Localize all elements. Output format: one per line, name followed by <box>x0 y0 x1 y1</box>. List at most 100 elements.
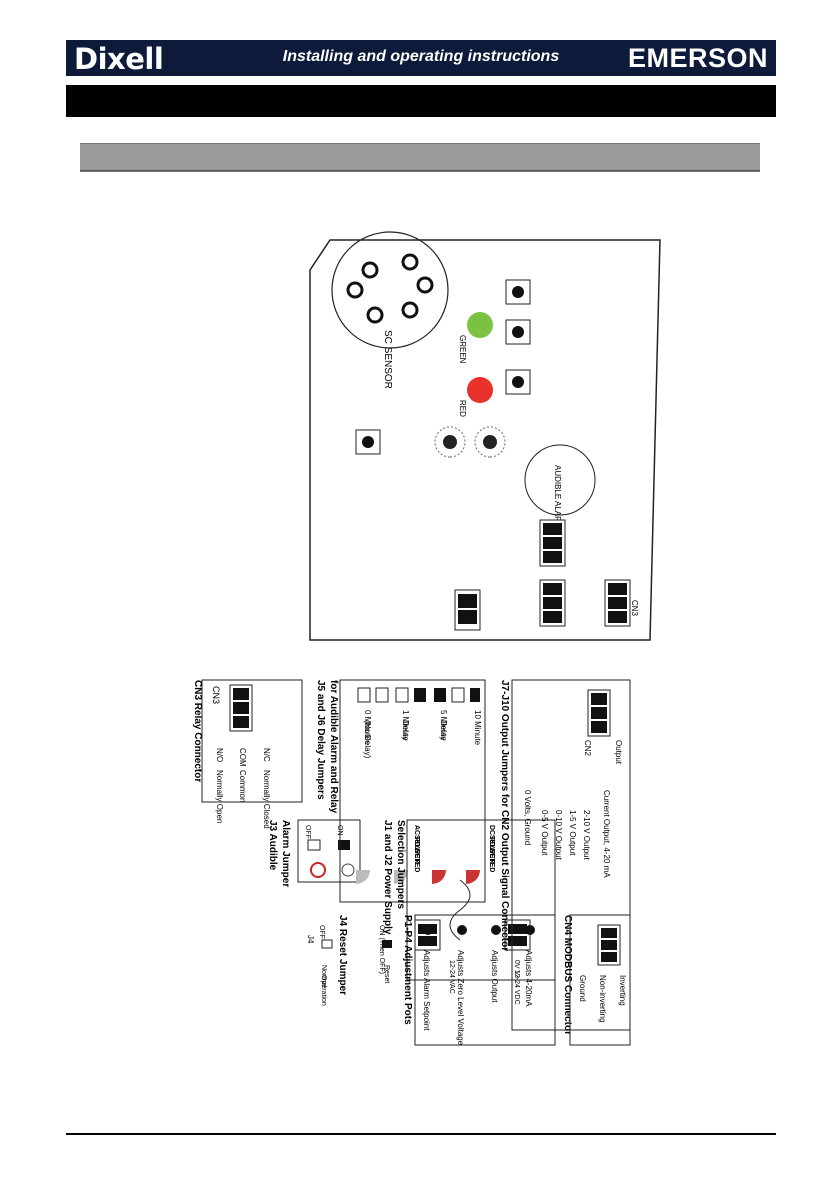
output-rows: 0 Volts, Ground 0-5 V Output 0-10 V Outp… <box>523 790 611 878</box>
p4-desc: Adjusts 4-20mA <box>524 950 533 1007</box>
delay-row-0: 0 Minutes (No Delay) <box>357 687 389 759</box>
dc-power: DC POWER <box>488 825 495 864</box>
bell-icon <box>341 863 355 877</box>
footer-rule <box>66 1133 776 1135</box>
cn3-no: N/O <box>215 748 224 762</box>
delay-1-l1: 1 Minute <box>401 710 410 741</box>
j3-title-1: J3 Audible <box>267 820 278 871</box>
wiring-diagram: CN3 Relay Connector CN3 N/O COM N/C Norm… <box>192 231 661 1046</box>
green-led-label: GREEN <box>458 335 467 364</box>
j1j2-title-2: Selection Jumpers <box>395 820 406 909</box>
output-row-3: 1-5 V Output <box>568 810 577 856</box>
document-title: Installing and operating instructions <box>282 48 560 65</box>
dc-selected: SELECTED <box>488 835 495 872</box>
cn4-noninverting: Non-inverting <box>598 975 607 1023</box>
cn4-title: CN4 MODBUS Connector <box>562 915 573 1035</box>
delay-row-1: 1 Minute Delay <box>395 687 426 741</box>
p3-desc: Adjusts Output <box>490 950 499 1003</box>
cn3-title: CN3 Relay Connector <box>192 680 203 782</box>
board-outline <box>309 239 661 641</box>
section-bar <box>66 85 776 117</box>
dial-icon-0 <box>356 870 370 884</box>
j7j10-title: J7-J10 Output Jumpers for CN2 Output Sig… <box>499 680 510 951</box>
delay-row-3: 10 Minute <box>470 688 482 746</box>
j4-legend: J4 Reset Jumper OFF ON (Then OFF) J4 Nor… <box>306 915 392 1006</box>
cn3-com: COM <box>238 748 247 767</box>
sw2-switch <box>474 426 506 458</box>
cn3-com-desc: Common <box>238 770 247 802</box>
dc-supply: 12-24 VDC <box>513 970 520 1005</box>
cn4-inverting: Inverting <box>618 975 627 1006</box>
red-led <box>467 377 493 403</box>
pots-title: P1-P4 Adjustment Pots <box>402 915 413 1025</box>
output-row-0: 0 Volts, Ground <box>523 790 532 845</box>
cn3-nc-desc: Normally Closed <box>262 770 271 829</box>
board-cn3-label: CN3 <box>630 600 639 617</box>
output-row-5: Current Output, 4-20 mA <box>602 790 611 878</box>
delay-0-l1: 0 Minutes <box>363 710 372 745</box>
pot-row-p2: Adjusts Zero Level Voltage <box>456 925 467 1046</box>
j4-normal: Normal <box>320 965 327 988</box>
pot-p2 <box>505 319 531 345</box>
j4-title: J4 Reset Jumper <box>337 915 348 995</box>
emerson-logo: EMERSON <box>627 43 768 73</box>
cn2-label: CN2 <box>583 740 592 757</box>
dial-icon-5 <box>432 870 446 884</box>
sw1-switch <box>434 426 466 458</box>
j4-off: OFF <box>318 925 325 939</box>
j3-title-2: Alarm Jumper <box>280 820 291 887</box>
ac-selected: SELECTED <box>413 835 420 872</box>
j4-reset: Reset <box>383 965 390 983</box>
j1j2-legend: J1 and J2 Power Supply Selection Jumpers… <box>382 819 556 1005</box>
sensor-housing <box>331 231 449 349</box>
diagram-area: CN3 Relay Connector CN3 N/O COM N/C Norm… <box>60 180 780 1100</box>
ac-supply: 12-24 VAC <box>448 960 455 994</box>
green-led <box>467 312 493 338</box>
delay-1-l2: Delay <box>401 720 410 740</box>
pot-p4 <box>505 369 531 395</box>
dixell-logo: Dixell <box>74 42 164 76</box>
j4-on: ON (Then OFF) <box>378 925 385 974</box>
j3-legend: J3 Audible Alarm Jumper OFF ON <box>267 819 361 887</box>
subsection-bar <box>80 143 760 172</box>
sensor-label: SC SENSOR <box>382 330 393 389</box>
sensor-pins <box>346 253 434 324</box>
delay-row-2: 5 Minute Delay <box>434 687 465 741</box>
ac-wave-icon <box>449 879 471 941</box>
cn3-legend: CN3 Relay Connector CN3 N/O COM N/C Norm… <box>192 679 303 829</box>
j4-operation: Operation <box>320 975 327 1006</box>
pot-row-p4: Adjusts 4-20mA <box>524 925 535 1007</box>
pot-p3 <box>505 279 531 305</box>
pot-row-p3: Adjusts Output <box>490 925 501 1003</box>
buzzer <box>524 444 596 516</box>
dial-icon-1 <box>394 870 408 884</box>
j5j6-title-2: for Audible Alarm and Relay <box>328 680 339 814</box>
circuit-board: SC SENSOR RED GREEN AUDIBLE ALARM <box>309 231 661 641</box>
output-row-4: 2-10 V Output <box>582 810 591 861</box>
output-row-1: 0-5 V Output <box>540 810 549 856</box>
pot-row-p1: Adjusts Alarm Setpoint <box>422 925 433 1031</box>
cn3-nc: N/C <box>262 748 271 762</box>
j3-off: OFF <box>304 825 311 839</box>
p2-desc: Adjusts Zero Level Voltage <box>456 950 465 1046</box>
header-banner: Dixell Installing and operating instruct… <box>66 40 776 76</box>
output-row-2: 0-10 V Output <box>554 810 563 861</box>
j1j2-title-1: J1 and J2 Power Supply <box>382 820 393 935</box>
delay-3-l1: 10 Minute <box>473 710 482 746</box>
pots-legend: P1-P4 Adjustment Pots Adjusts Alarm Setp… <box>402 914 556 1046</box>
dc-pins: 0V V+ <box>513 960 520 979</box>
output-label: Output <box>614 740 623 765</box>
delay-0-l2: (No Delay) <box>363 720 372 759</box>
cn3-label: CN3 <box>211 686 221 704</box>
j5j6-legend: J5 and J6 Delay Jumpers for Audible Alar… <box>315 679 486 903</box>
divider <box>80 170 760 171</box>
ac-power: AC POWER <box>413 825 420 864</box>
cn4-legend: CN4 MODBUS Connector Ground Non-invertin… <box>562 914 631 1046</box>
delay-2-l1: 5 Minute <box>439 710 448 741</box>
dial-icon-10 <box>466 870 480 884</box>
buzzer-label: AUDIBLE ALARM <box>553 465 562 529</box>
cn3-terminal-block <box>229 684 253 732</box>
j5j6-title-1: J5 and J6 Delay Jumpers <box>315 680 326 800</box>
delay-2-l2: Delay <box>439 720 448 740</box>
cn3-no-desc: Normally Open <box>215 770 224 823</box>
